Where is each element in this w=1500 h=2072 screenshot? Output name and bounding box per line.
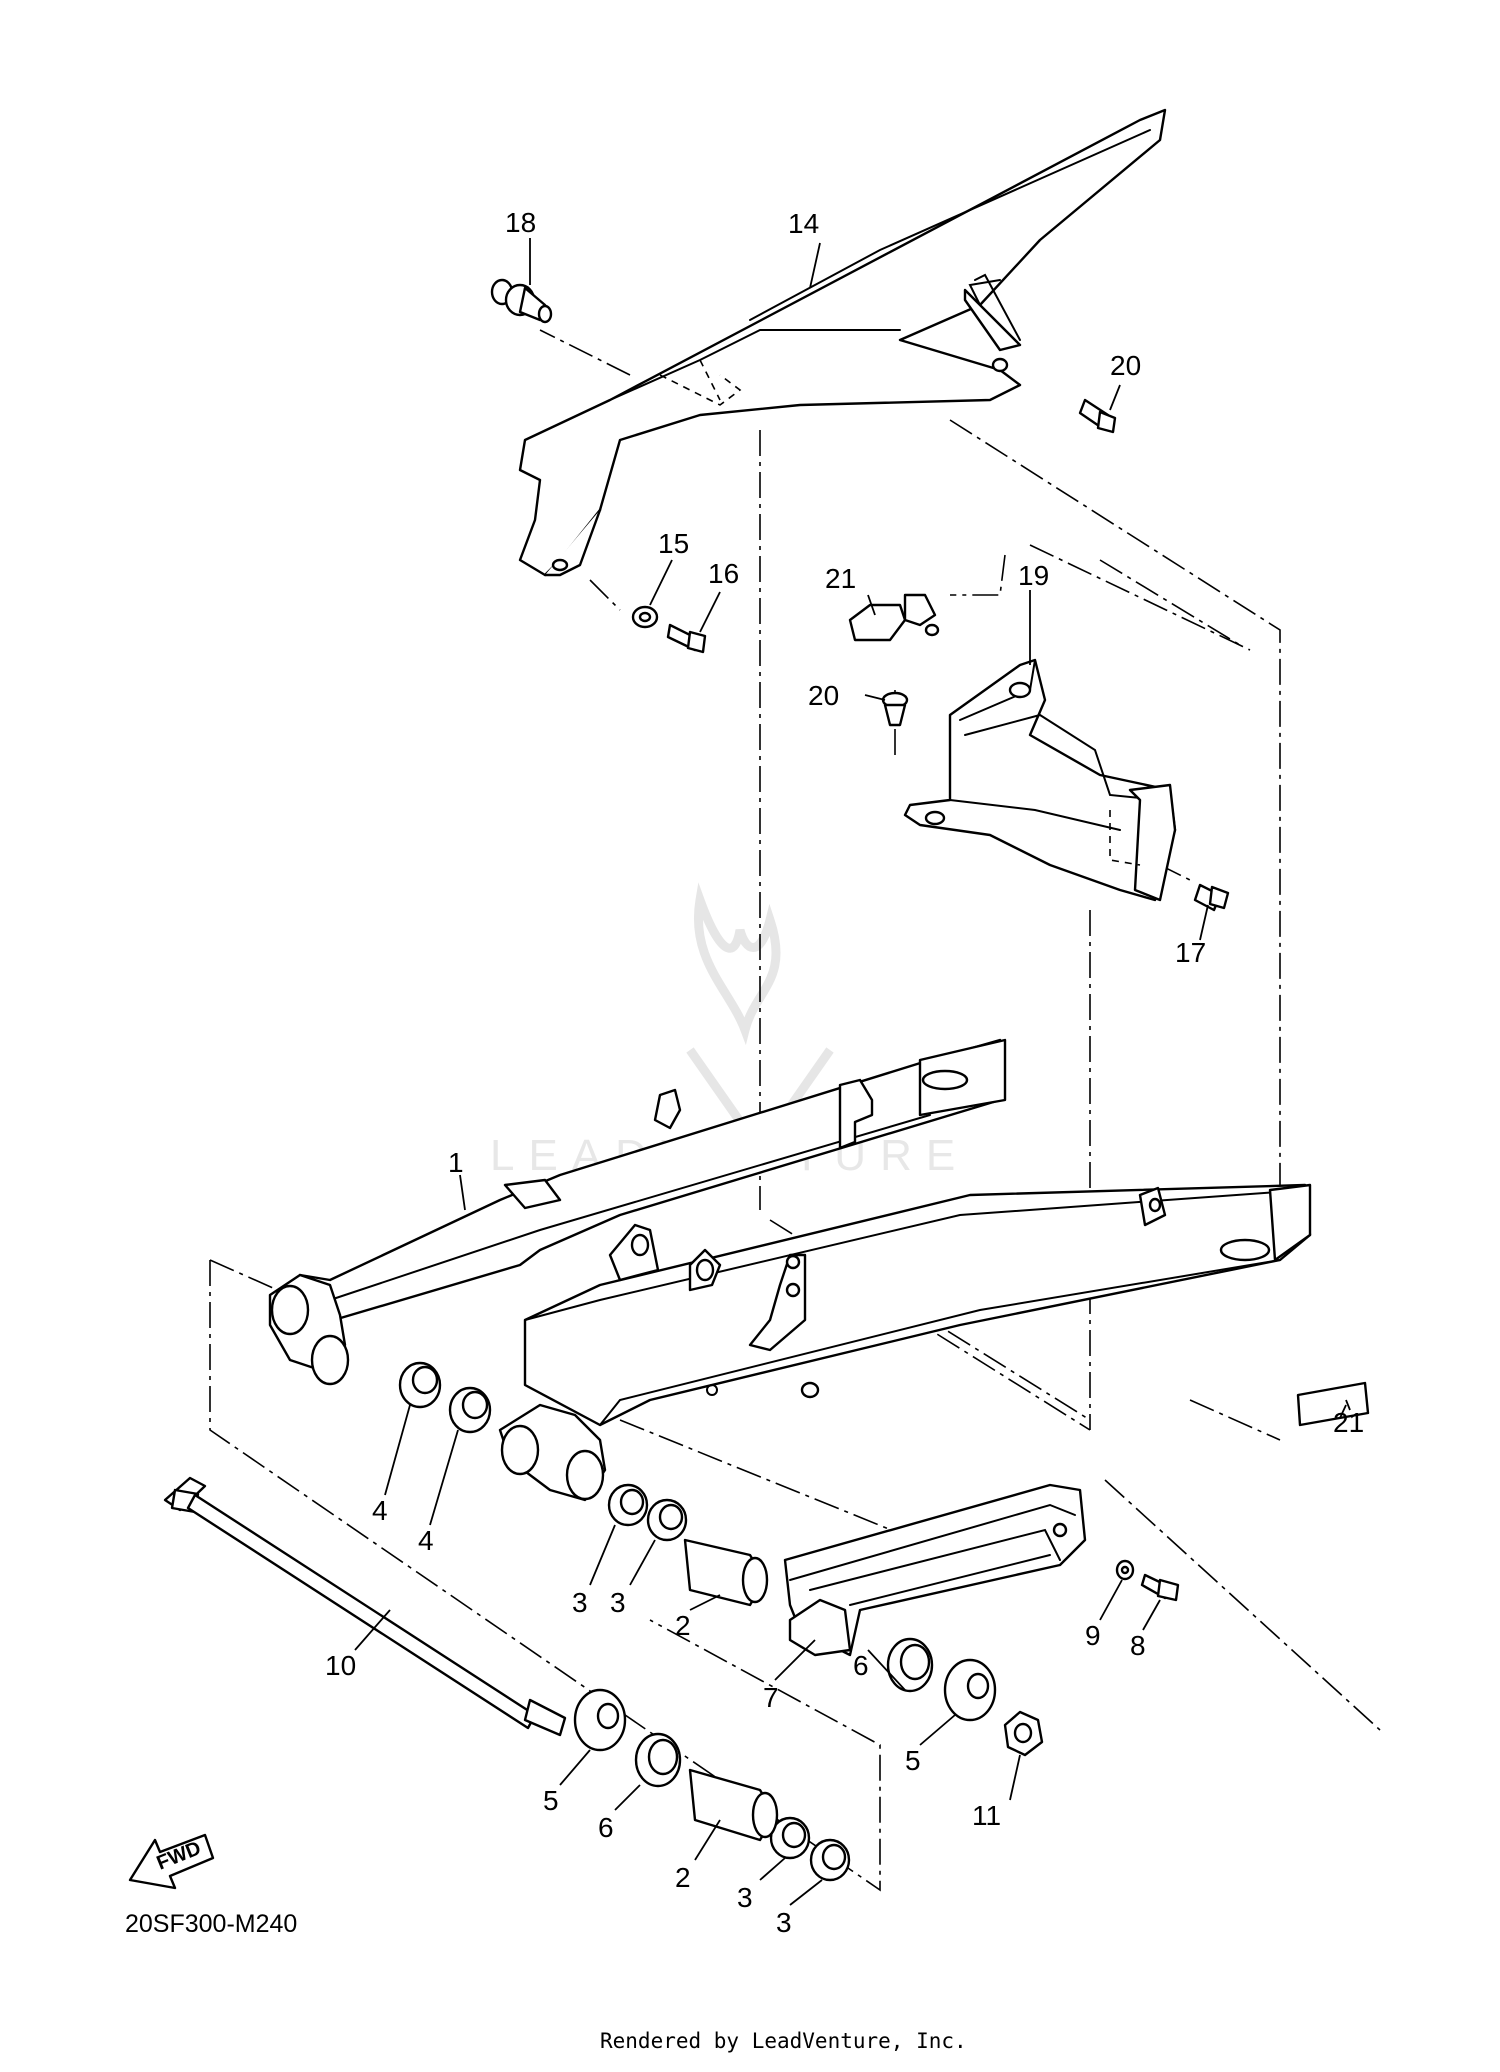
washer-9 bbox=[1115, 1559, 1135, 1581]
bolt-18 bbox=[1078, 398, 1117, 434]
leader-lines bbox=[354, 238, 1351, 1906]
render-credit: Rendered by LeadVenture, Inc. bbox=[600, 2029, 967, 2053]
callout-11: 11 bbox=[972, 1800, 1001, 1831]
callout-12: 14 bbox=[788, 208, 819, 239]
collar-bolt bbox=[490, 278, 553, 324]
callout-17: 19 bbox=[1018, 560, 1049, 591]
thrust-cover-5-left bbox=[573, 1688, 627, 1752]
callout-6-b: 6 bbox=[598, 1812, 614, 1843]
callout-3-d: 3 bbox=[776, 1907, 792, 1938]
washer-13 bbox=[631, 605, 659, 629]
rear-arm bbox=[268, 1038, 1312, 1502]
callout-8: 8 bbox=[1130, 1630, 1146, 1661]
callout-4-a: 4 bbox=[372, 1495, 388, 1526]
rivet-19 bbox=[881, 691, 909, 727]
callout-16: 18 bbox=[505, 207, 536, 238]
mud-guard bbox=[903, 658, 1177, 902]
bushing-4-a bbox=[398, 1361, 442, 1409]
callout-9: 9 bbox=[1085, 1620, 1101, 1651]
nut-11 bbox=[1003, 1710, 1044, 1757]
bearing-3-c bbox=[769, 1816, 811, 1860]
thrust-cover-5-right bbox=[943, 1658, 997, 1722]
callout-5-b: 5 bbox=[543, 1785, 559, 1816]
bearing-3-d bbox=[809, 1838, 851, 1882]
callout-2-a: 2 bbox=[675, 1610, 691, 1641]
caution-label bbox=[1296, 1381, 1370, 1427]
callout-15: 17 bbox=[1175, 937, 1206, 968]
callout-18: 20 bbox=[1110, 350, 1141, 381]
callout-3-b: 3 bbox=[610, 1587, 626, 1618]
callout-13: 15 bbox=[658, 528, 689, 559]
callout-14: 16 bbox=[708, 558, 739, 589]
callout-3-c: 3 bbox=[737, 1882, 753, 1913]
bearing-3-a bbox=[607, 1483, 649, 1527]
callout-10: 10 bbox=[325, 1650, 356, 1681]
callout-6-a: 6 bbox=[853, 1650, 869, 1681]
bolt-14 bbox=[666, 623, 707, 654]
callout-19: 20 bbox=[808, 680, 839, 711]
bolt-8 bbox=[1140, 1573, 1180, 1602]
forward-arrow-icon: FWD bbox=[128, 1833, 215, 1890]
callout-4-b: 4 bbox=[418, 1525, 434, 1556]
collar-2-a bbox=[683, 1538, 769, 1607]
oil-seal-6-left bbox=[634, 1732, 682, 1788]
bushing-4-b bbox=[448, 1386, 492, 1434]
callout-21: 21 bbox=[1333, 1407, 1364, 1438]
callout-5-a: 5 bbox=[905, 1745, 921, 1776]
callout-3-a: 3 bbox=[572, 1587, 588, 1618]
callout-labels: 14 18 20 15 16 21 19 20 17 1 21 4 4 3 3 … bbox=[325, 207, 1364, 1938]
chain-guard bbox=[518, 108, 1167, 577]
callout-1: 1 bbox=[448, 1147, 464, 1178]
collar-2-b bbox=[688, 1768, 779, 1842]
bolt-15 bbox=[1193, 883, 1230, 912]
callout-7: 7 bbox=[763, 1682, 779, 1713]
callout-2-b: 2 bbox=[675, 1862, 691, 1893]
diagram-code: 20SF300-M240 bbox=[125, 1910, 297, 1938]
callout-20: 21 bbox=[825, 563, 856, 594]
chain-pad bbox=[783, 1483, 1087, 1657]
oil-seal-6-right bbox=[886, 1637, 934, 1693]
hose-clamp bbox=[848, 593, 940, 642]
bearing-3-b bbox=[646, 1498, 688, 1542]
pivot-shaft bbox=[163, 1476, 567, 1737]
